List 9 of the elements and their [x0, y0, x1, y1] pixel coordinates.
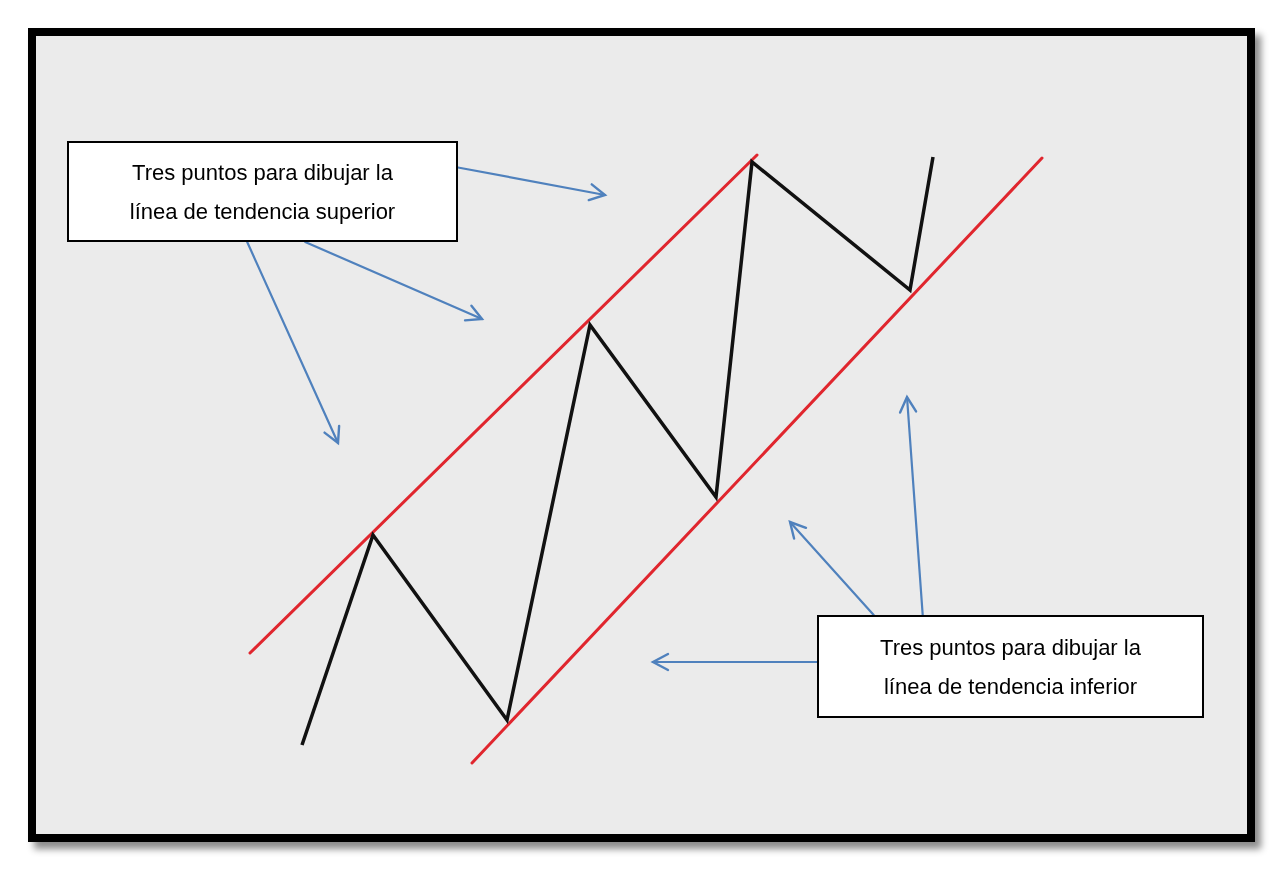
arrow: [788, 520, 875, 617]
callout-box: [67, 141, 458, 242]
callout-text: Tres puntos para dibujar la línea de tendencia superior: [128, 158, 397, 226]
arrow: [651, 652, 819, 672]
arrow: [304, 240, 484, 322]
callout-box: [817, 615, 1204, 718]
arrow: [898, 395, 924, 617]
arrow: [246, 240, 341, 445]
callout-text: Tres puntos para dibujar la línea de tendencia inferior: [879, 633, 1142, 701]
